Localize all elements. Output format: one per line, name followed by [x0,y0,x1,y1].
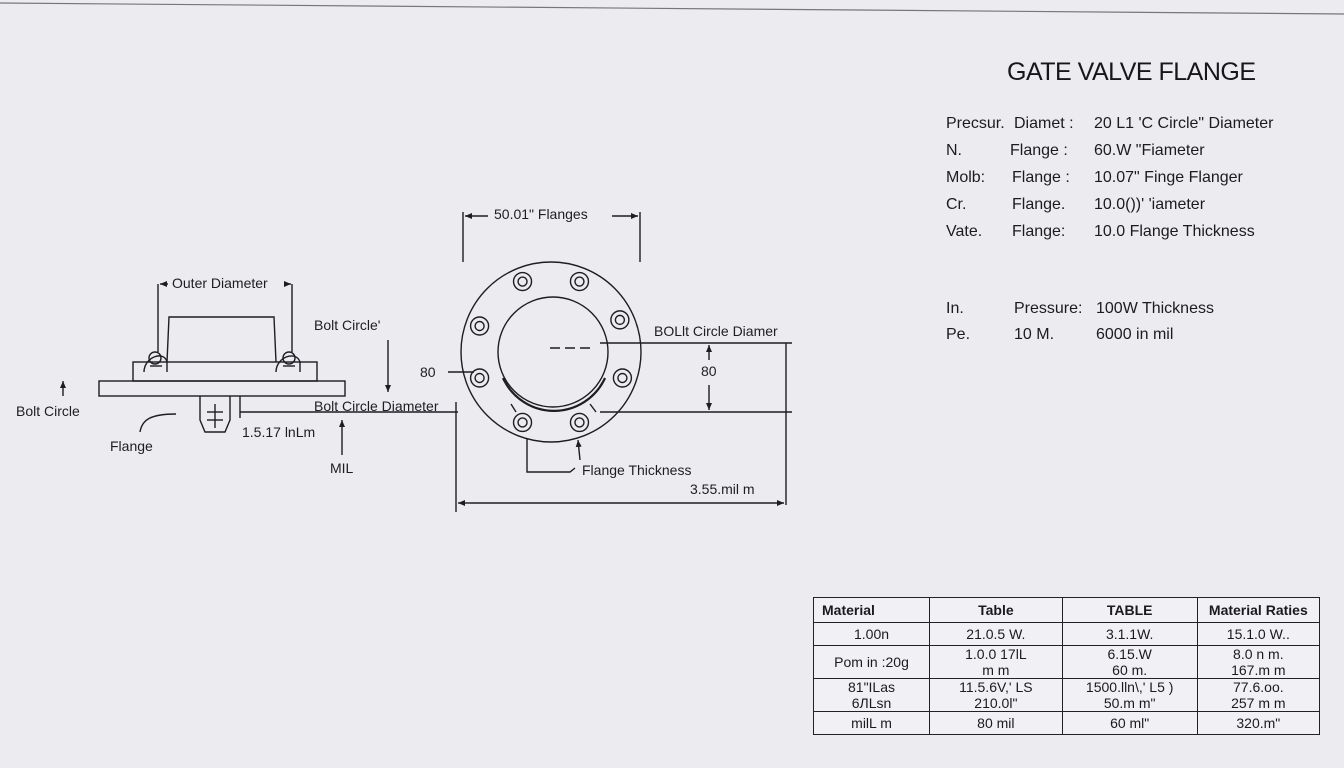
material-table: Material Table TABLE Material Raties 1.0… [812,597,1321,735]
label-80-side: 80 [420,364,436,380]
label-flanges-dim: 50.01" Flanges [494,206,588,222]
spec-key: Cr. [946,196,967,213]
label-80-front: 80 [701,363,717,379]
label-bolt-circle-left: Bolt Circle [16,403,80,419]
spec-field: Flange: [1012,223,1066,240]
table-cell: 77.6.oo. 257 m m [1196,678,1321,712]
spec-key: Molb: [946,169,986,186]
label-bolt-circle-diamer: BOLlt Circle Diamer [654,323,778,339]
spec-field: Diamet : [1014,115,1074,132]
bolt-hole [469,368,490,388]
spec-key: N. [946,142,962,159]
table-cell: 6.15.W 60 m. [1061,645,1198,679]
front-labels: 50.01" Flanges BOLlt Circle Diamer 80 Fl… [494,206,778,497]
table-cell: 1500.lln\,' L5 ) 50.m m" [1061,678,1198,712]
label-flange: Flange [110,438,153,454]
bolt-hole-inner [574,417,585,428]
bolt-hole-inner [474,320,485,332]
spec-key: In. [946,300,964,317]
bolt-hole [569,412,590,433]
sheet-border [0,2,1344,15]
table-cell: 21.0.5 W. [929,622,1063,646]
label-bolt-circle-diameter: Bolt Circle Diameter [314,398,439,414]
table-cell: 60 ml" [1061,711,1198,735]
table-cell: 3.1.1W. [1061,622,1198,646]
table-header: Material [812,597,931,623]
table-header: TABLE [1061,597,1198,623]
label-bolt-circle-top: Bolt Circle' [314,317,380,333]
flange-plate [98,380,346,397]
spec-value: 20 L1 'C Circle" Diameter [1094,115,1274,132]
table-cell: milL m [812,711,931,735]
spec-field: Flange : [1012,169,1070,186]
spec-value: 10.0 Flange Thickness [1094,223,1255,240]
bolt-hole [610,310,630,330]
table-cell: 11.5.6V,' LS 210.0l" [929,678,1063,712]
spec-key: Pe. [946,326,971,343]
table-cell: 8.0 n m. 167.m m [1196,645,1321,679]
label-dim-bottom-side: 1.5.17 lnLm [242,424,315,440]
label-mil: MIL [330,460,354,476]
bolt-hole-inner [574,276,585,287]
bolt-hole-inner [517,276,528,287]
spec-value: 6000 in mil [1096,326,1174,343]
table-header-row: Material Table TABLE Material Raties [812,597,1321,623]
bolt-right [275,351,301,373]
spec-field: 10 M. [1014,326,1055,343]
flange-body [132,361,318,382]
side-labels: Outer Diameter Bolt Circle' 80 Bolt Circ… [16,275,439,476]
bolt-holes [469,271,633,433]
spec-value: 10.0())' 'iameter [1094,196,1206,213]
flange-outer-circle [460,261,642,443]
bottom-stub [199,396,241,433]
spec-field: Flange. [1012,196,1066,213]
flange-hub [166,316,277,363]
spec-key: Precsur. [946,115,1005,132]
table-cell: 320.m" [1196,711,1321,735]
table-header: Material Raties [1196,597,1321,623]
table-cell: 80 mil [929,711,1063,735]
bolt-hole-inner [517,417,528,428]
bolt-hole-inner [617,372,628,384]
label-dim-bottom-front: 3.55.mil m [690,481,755,497]
spec-value: 100W Thickness [1096,300,1214,317]
table-cell: 1.0.0 17lL m m [929,645,1063,679]
bolt-hole [512,412,533,433]
table-cell: Pom in :20g [812,645,931,679]
bolt-hole-inner [474,372,485,384]
flange-bore [497,296,609,408]
spec-value: 10.07" Finge Flanger [1094,169,1243,186]
label-outer-diameter: Outer Diameter [172,275,268,291]
bolt-hole [469,316,490,336]
bolt-hole [512,271,533,292]
bolt-hole [612,368,633,388]
side-view [60,281,474,455]
front-view [455,212,792,512]
drawing-title: GATE VALVE FLANGE [1007,58,1256,86]
table-cell: 81"ILas 6ЛLsn [812,678,931,712]
spec-value: 60.W "Fiameter [1094,142,1205,159]
bolt-hole [569,271,590,292]
bolt-hole-inner [614,314,626,326]
table-cell: 1.00n [812,622,931,646]
spec-field: Pressure: [1014,300,1083,317]
table-cell: 15.1.0 W.. [1196,622,1321,646]
spec-field: Flange : [1010,142,1068,159]
bolt-left [143,351,168,373]
spec-key: Vate. [946,223,983,240]
table-header: Table [929,597,1063,623]
label-flange-thickness: Flange Thickness [582,462,691,478]
